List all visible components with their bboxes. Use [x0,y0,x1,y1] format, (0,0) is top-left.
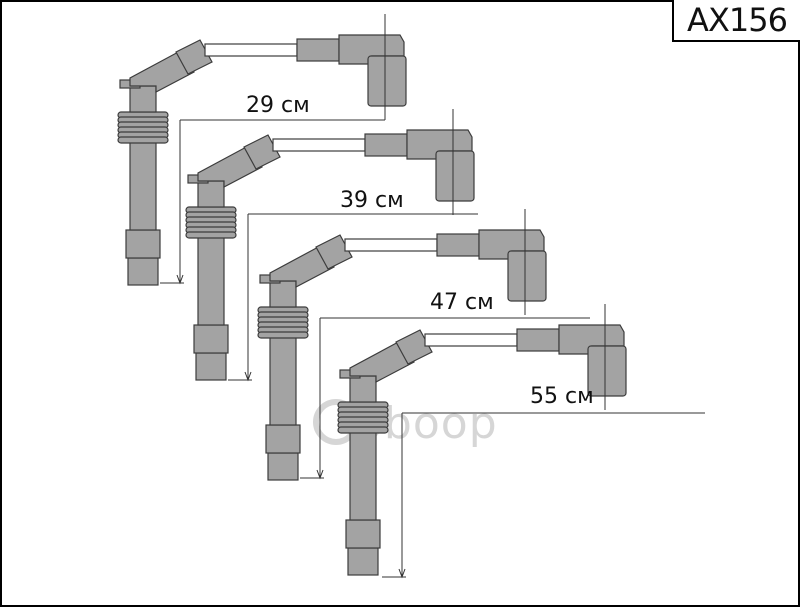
bellows-ring [337,426,389,434]
plug-boot-tube [349,429,377,521]
dimension-arrow [398,568,406,579]
plug-boot-elbow [349,339,415,383]
length-label: 39 см [340,188,404,213]
plug-boot-sleeve [345,519,381,549]
coil-boot-tube [296,38,340,62]
length-label: 47 см [430,290,494,315]
length-label: 55 см [530,384,594,409]
cable [424,333,518,347]
dimension-4: 55 см [382,384,705,579]
part-code-text: AX156 [687,1,788,39]
dimension-3: 47 см [300,290,590,480]
coil-boot-body [587,345,627,397]
bellows-ring [257,331,309,339]
coil-boot-body [507,250,547,302]
plug-boot-collar [395,329,433,365]
plug-boot-neck [197,180,225,208]
lead-2 [185,109,475,381]
plug-boot-neck [349,375,377,403]
coil-boot-body [435,150,475,202]
dimension-arrow [316,469,324,480]
coil-boot-body [367,55,407,107]
coil-boot-tube [436,233,480,257]
length-label: 29 см [246,93,310,118]
cable [344,238,438,252]
plug-boot-elbow [129,49,195,93]
cable [272,138,366,152]
plug-terminal [127,257,159,286]
lead-4 [337,304,627,576]
plug-boot-sleeve [265,424,301,454]
dimension-arrow [176,274,184,285]
plug-boot-sleeve [193,324,229,354]
bellows-ring [117,136,169,144]
dimension-2: 39 см [228,188,478,382]
plug-terminal [195,352,227,381]
dimension-1: 29 см [160,93,385,285]
plug-boot-collar [243,134,281,170]
dimension-arrow [244,371,252,382]
plug-boot-collar [315,234,353,270]
plug-boot-sleeve [125,229,161,259]
plug-terminal [347,547,379,576]
plug-terminal [267,452,299,481]
plug-boot-tube [269,334,297,426]
coil-boot-tube [516,328,560,352]
plug-boot-neck [129,85,157,113]
part-code-badge: AX156 [672,0,800,42]
plug-boot-collar [175,39,213,75]
cable [204,43,298,57]
plug-boot-neck [269,280,297,308]
plug-boot-elbow [269,244,335,288]
coil-boot-tube [364,133,408,157]
lead-3 [257,209,547,481]
plug-boot-tube [129,139,157,231]
plug-boot-tube [197,234,225,326]
plug-boot-elbow [197,144,263,188]
lead-1 [117,14,407,286]
bellows-ring [185,231,237,239]
